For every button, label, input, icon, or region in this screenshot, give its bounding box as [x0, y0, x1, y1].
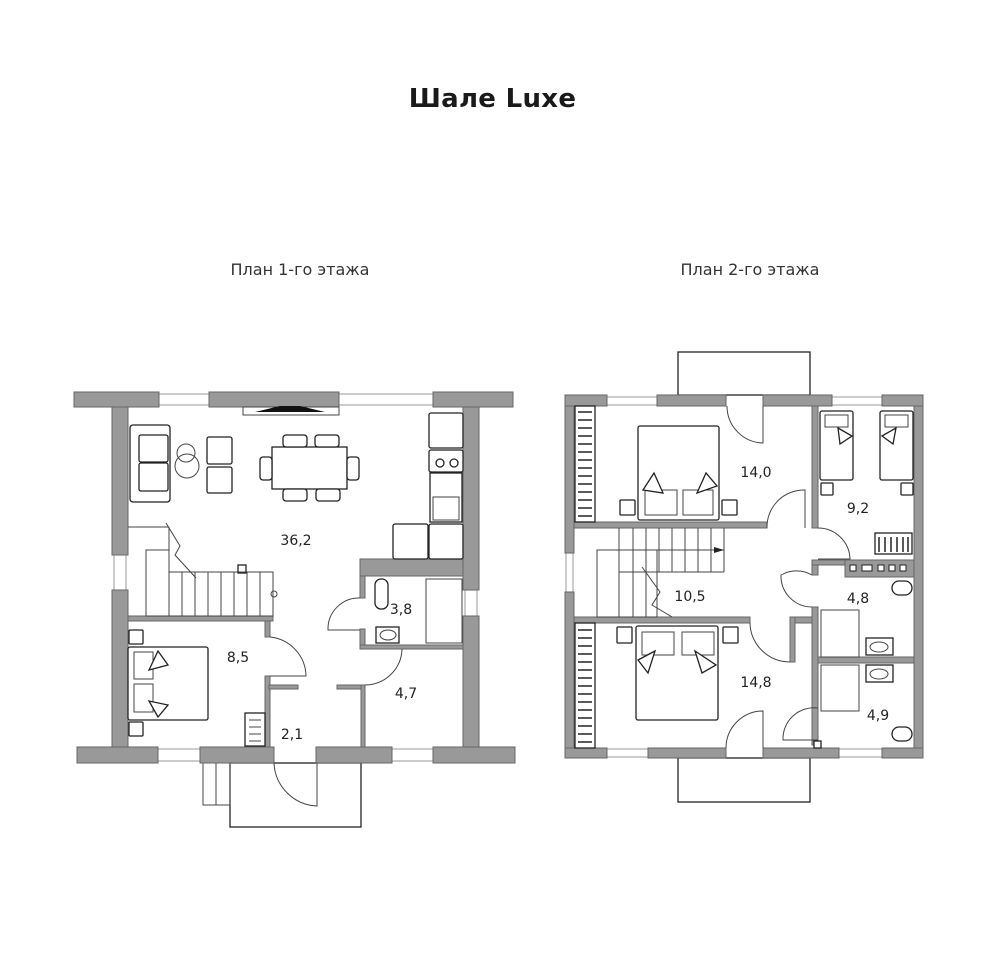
toilet — [374, 578, 389, 610]
doors-floor-2 — [725, 405, 851, 749]
walls-floor-2 — [564, 394, 924, 759]
single-bed — [819, 410, 854, 481]
porch — [202, 762, 362, 828]
walls-floor-1 — [73, 391, 516, 764]
floor-1-plan: 36,2 8,5 3,8 4,7 2,1 — [73, 391, 516, 828]
floor-1-label: План 1-го этажа — [230, 260, 370, 279]
floor-2-plan: 14,0 9,2 10,5 4,8 14,8 4,9 — [564, 351, 924, 803]
kitchen-cabinet — [428, 412, 464, 449]
radiator — [244, 712, 266, 747]
furniture-floor-1 — [127, 406, 464, 747]
area-labels-floor-1: 36,2 8,5 3,8 4,7 2,1 — [227, 533, 417, 743]
shower — [425, 578, 463, 644]
furniture-floor-2 — [574, 405, 914, 749]
page-title: Шале Luxe — [408, 84, 577, 114]
room-area-bedroom-top: 14,0 — [740, 465, 771, 481]
double-bed-top — [637, 425, 720, 521]
stairs-floor-2 — [596, 528, 725, 618]
double-bed-bottom — [635, 625, 719, 721]
room-area-bathroom-bottom: 4,9 — [867, 708, 889, 724]
room-area-hall-stairs: 10,5 — [674, 589, 705, 605]
balcony-top — [677, 351, 811, 396]
dining-table — [271, 446, 348, 490]
room-area-living: 36,2 — [280, 533, 311, 549]
toilet-bottom — [891, 726, 913, 742]
double-bed — [127, 646, 209, 721]
radiator — [874, 532, 913, 555]
fireplace-fire-icon — [255, 406, 325, 412]
doors-floor-1 — [269, 597, 403, 807]
room-area-bathroom: 3,8 — [390, 602, 412, 618]
room-area-hall: 2,1 — [281, 727, 303, 743]
shower-top — [820, 609, 860, 658]
stairs — [128, 522, 278, 617]
armchair — [206, 466, 233, 494]
area-labels-floor-2: 14,0 9,2 10,5 4,8 14,8 4,9 — [674, 465, 889, 724]
wardrobe-top — [574, 405, 596, 523]
room-area-bathroom-top: 4,8 — [847, 591, 869, 607]
room-area-kids-room: 9,2 — [847, 501, 869, 517]
toilet-top — [891, 580, 913, 596]
floor-2-label: План 2-го этажа — [680, 260, 820, 279]
room-area-bedroom: 8,5 — [227, 650, 249, 666]
room-area-utility: 4,7 — [395, 686, 417, 702]
single-bed — [879, 410, 914, 481]
room-area-bedroom-bottom: 14,8 — [740, 675, 771, 691]
balcony-bottom — [677, 757, 811, 803]
shower-bottom — [820, 664, 860, 712]
armchair — [206, 436, 233, 465]
